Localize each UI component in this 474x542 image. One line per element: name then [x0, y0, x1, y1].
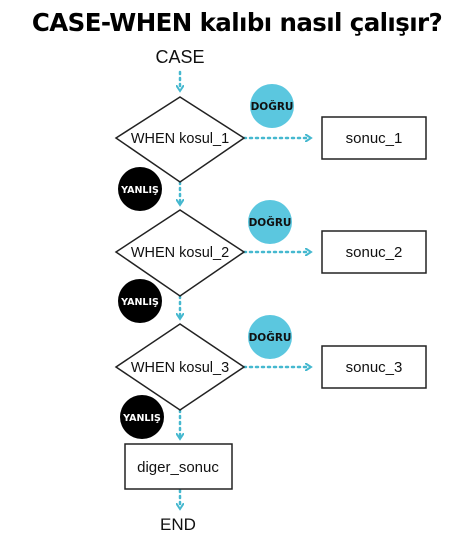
true-badge-3: DOĞRU	[248, 315, 292, 359]
result-box-1: sonuc_1	[321, 116, 427, 160]
end-label: END	[160, 515, 196, 534]
false-badge-label: YANLIŞ	[120, 297, 159, 308]
false-badge-1: YANLIŞ	[118, 167, 162, 211]
else-label: diger_sonuc	[137, 459, 219, 476]
decision-label: WHEN kosul_1	[131, 131, 229, 147]
result-box-2: sonuc_2	[321, 230, 427, 274]
else-box: diger_sonuc	[124, 443, 233, 490]
connectors	[180, 70, 310, 508]
diagram-title: CASE-WHEN kalıbı nasıl çalışır?	[31, 8, 443, 37]
decision-node-1: WHEN kosul_1	[114, 96, 246, 183]
false-badge-label: YANLIŞ	[122, 413, 161, 424]
result-label: sonuc_1	[346, 130, 403, 147]
true-badge-label: DOĞRU	[249, 216, 292, 229]
result-label: sonuc_3	[346, 359, 403, 376]
true-badge-label: DOĞRU	[249, 331, 292, 344]
decision-node-3: WHEN kosul_3	[114, 323, 246, 411]
case-label: CASE	[155, 47, 204, 67]
false-badge-3: YANLIŞ	[120, 395, 164, 439]
true-badge-label: DOĞRU	[251, 100, 294, 113]
false-badge-2: YANLIŞ	[118, 279, 162, 323]
true-badge-1: DOĞRU	[250, 84, 294, 128]
false-badge-label: YANLIŞ	[120, 185, 159, 196]
true-badge-2: DOĞRU	[248, 200, 292, 244]
decision-label: WHEN kosul_2	[131, 245, 229, 261]
result-label: sonuc_2	[346, 244, 403, 261]
decision-node-2: WHEN kosul_2	[114, 209, 246, 297]
decision-label: WHEN kosul_3	[131, 360, 229, 376]
result-box-3: sonuc_3	[321, 345, 427, 389]
